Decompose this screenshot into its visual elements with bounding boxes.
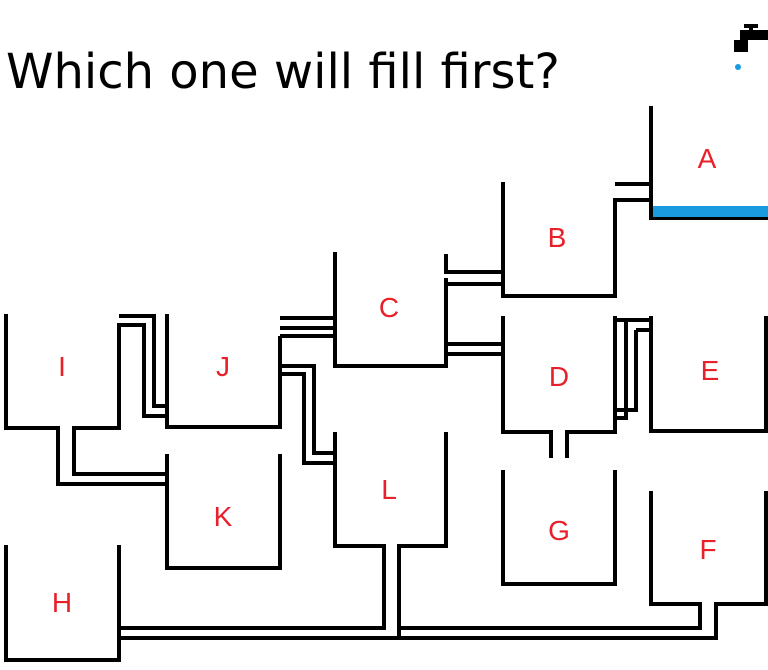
tank-g [501, 470, 617, 586]
tank-label-c: C [379, 292, 399, 323]
tank-label-k: K [214, 501, 233, 532]
tank-b [501, 182, 617, 298]
tank-label-d: D [549, 361, 569, 392]
pipe-l-to-h [119, 546, 401, 640]
page-title: Which one will fill first? [6, 44, 560, 100]
tank-k [165, 454, 282, 570]
pipe-f-to-h [399, 604, 718, 640]
pipe-a-to-b [615, 182, 651, 202]
tank-c [333, 252, 448, 368]
tank-label-g: G [548, 515, 570, 546]
tank-label-b: B [548, 222, 567, 253]
pipe-d-to-e [615, 318, 651, 420]
pipe-b-to-c [444, 254, 503, 274]
tank-label-h: H [52, 587, 72, 618]
tank-label-l: L [381, 474, 397, 505]
tank-label-a: A [698, 143, 717, 174]
tank-label-i: I [58, 351, 66, 382]
pipe-c-to-d [446, 282, 505, 356]
tank-a [649, 106, 768, 220]
tank-label-e: E [701, 355, 720, 386]
tank-j [165, 314, 282, 429]
tank-f [649, 491, 768, 606]
pipe-c-to-j [280, 316, 335, 330]
tank-i [4, 314, 121, 430]
tank-e [649, 316, 768, 433]
pipe-d-to-g [549, 432, 569, 458]
tank-h [4, 545, 121, 662]
tank-label-f: F [699, 534, 716, 565]
faucet-icon [734, 24, 768, 70]
tank-a-water [653, 206, 768, 217]
tank-l [333, 432, 448, 548]
pipe-c-to-l [278, 334, 335, 465]
pipe-i-to-k [56, 428, 167, 486]
pipe-i-to-j [119, 314, 167, 418]
tank-label-j: J [216, 351, 230, 382]
